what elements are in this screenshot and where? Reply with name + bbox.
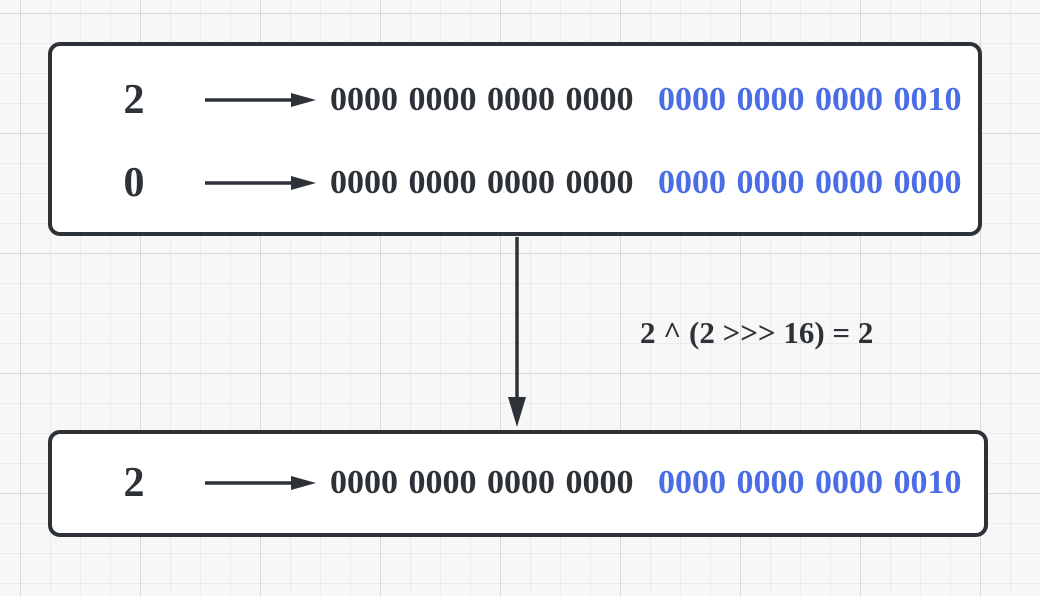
bit-row-operand-0: 0 0000 0000 0000 0000 0000 0000 0000 000… — [52, 159, 962, 207]
high-bits-label: 0000 0000 0000 0000 — [330, 464, 634, 501]
high-bits-label: 0000 0000 0000 0000 — [330, 81, 634, 118]
arrow-right-icon — [205, 476, 316, 490]
arrow-down-icon — [508, 237, 526, 427]
low-bits-label: 0000 0000 0000 0000 — [658, 164, 962, 201]
arrow-right-icon — [205, 176, 316, 190]
bit-row-operand-2: 2 0000 0000 0000 0000 0000 0000 0000 001… — [52, 76, 962, 124]
low-bits-label: 0000 0000 0000 0010 — [658, 81, 962, 118]
decimal-value-label: 2 — [123, 460, 145, 506]
decimal-value-label: 0 — [123, 160, 145, 206]
arrow-right-icon — [205, 93, 316, 107]
binary-representation: 0000 0000 0000 0000 0000 0000 0000 0000 — [330, 164, 962, 202]
high-bits-label: 0000 0000 0000 0000 — [330, 164, 634, 201]
binary-representation: 0000 0000 0000 0000 0000 0000 0000 0010 — [330, 81, 962, 119]
formula-label: 2 ^ (2 >>> 16) = 2 — [640, 315, 874, 350]
decimal-value-label: 2 — [123, 77, 145, 123]
result-box: 2 0000 0000 0000 0000 0000 0000 0000 001… — [48, 430, 988, 537]
low-bits-label: 0000 0000 0000 0010 — [658, 464, 962, 501]
operands-box: 2 0000 0000 0000 0000 0000 0000 0000 001… — [48, 42, 982, 236]
binary-representation: 0000 0000 0000 0000 0000 0000 0000 0010 — [330, 464, 962, 502]
bit-row-result-2: 2 0000 0000 0000 0000 0000 0000 0000 001… — [52, 459, 962, 507]
